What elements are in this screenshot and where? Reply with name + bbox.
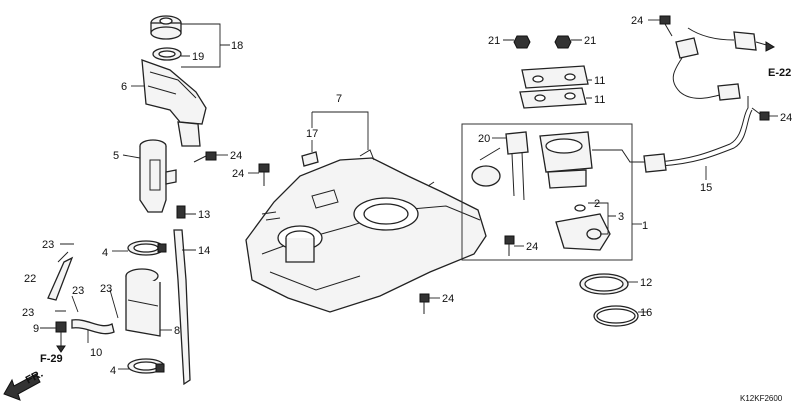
drain-tube	[173, 205, 191, 386]
hose-clamp-lower	[127, 358, 165, 374]
callout-4-upper: 4	[102, 247, 108, 259]
callout-8: 8	[174, 325, 180, 337]
callout-1: 1	[642, 220, 648, 232]
callout-6: 6	[121, 81, 127, 93]
pump-filter	[555, 204, 611, 251]
bolt-24-tank-right	[504, 235, 515, 256]
callout-10: 10	[90, 347, 102, 359]
callout-16: 16	[640, 307, 652, 319]
pump-bracket	[519, 65, 589, 109]
callout-20: 20	[478, 133, 490, 145]
callout-15: 15	[700, 182, 712, 194]
tank-packing-12	[579, 273, 629, 295]
callout-9: 9	[33, 323, 39, 335]
pump-connector-20	[471, 131, 529, 201]
callout-5: 5	[113, 150, 119, 162]
breather-tube	[47, 251, 115, 335]
callout-23-d: 23	[22, 307, 34, 319]
catalog-code: K12KF2600	[740, 394, 783, 403]
callout-19: 19	[192, 51, 204, 63]
callout-24-neck: 24	[230, 150, 242, 162]
callout-14: 14	[198, 245, 210, 257]
callout-24-tank-right: 24	[526, 241, 538, 253]
reference-f29: F-29	[40, 353, 63, 365]
callout-21-right: 21	[584, 35, 596, 47]
hose-clamp-upper	[127, 240, 167, 256]
front-direction-arrow	[3, 373, 41, 401]
tank-ring-16	[593, 305, 639, 327]
filler-neck-cover	[141, 59, 207, 147]
callout-4-lower: 4	[110, 365, 116, 377]
callout-labels: 1 2 3 4 4 5 6 7 8 9 10 11 11 12 13 14 15…	[22, 15, 792, 377]
callout-7: 7	[336, 93, 342, 105]
bolt-24-neck	[193, 151, 217, 163]
callout-24-tank-left: 24	[232, 168, 244, 180]
callout-18: 18	[231, 40, 243, 52]
reference-e22: E-22	[768, 67, 791, 79]
nut-21-right	[554, 35, 572, 49]
callout-11-upper: 11	[594, 75, 605, 87]
nut-21-left	[513, 35, 531, 49]
callout-21-left: 21	[488, 35, 500, 47]
tank-clip-17	[301, 151, 319, 167]
callout-24-harness-side: 24	[780, 112, 792, 124]
bolt-24-tank-left	[258, 163, 270, 186]
fuel-tank	[245, 149, 487, 313]
bolt-24-harness-top	[659, 15, 673, 37]
callout-12: 12	[640, 277, 652, 289]
fuel-pump-assembly-box	[461, 123, 633, 261]
callout-13: 13	[198, 209, 210, 221]
callout-3: 3	[618, 211, 624, 223]
callout-22: 22	[24, 273, 36, 285]
callout-24-tank-bottom: 24	[442, 293, 454, 305]
callout-23-a: 23	[42, 239, 54, 251]
callout-11-lower: 11	[594, 94, 605, 106]
callout-23-b: 23	[72, 285, 84, 297]
callout-24-harness-top: 24	[631, 15, 643, 27]
fuel-pump-unit	[539, 131, 646, 189]
callout-23-c: 23	[100, 283, 112, 295]
filler-hose	[125, 268, 161, 337]
bolt-24-harness-side	[751, 107, 770, 121]
tube-joint	[55, 321, 67, 353]
bolt-24-tank-bottom	[419, 293, 430, 314]
callout-2: 2	[594, 198, 600, 210]
front-direction-label: FR.	[24, 368, 45, 387]
fuel-cap	[150, 15, 182, 40]
cap-seal-ring	[152, 47, 182, 61]
filler-neck	[139, 139, 177, 213]
fuel-pump-harness	[643, 27, 776, 173]
callout-17: 17	[306, 128, 318, 140]
